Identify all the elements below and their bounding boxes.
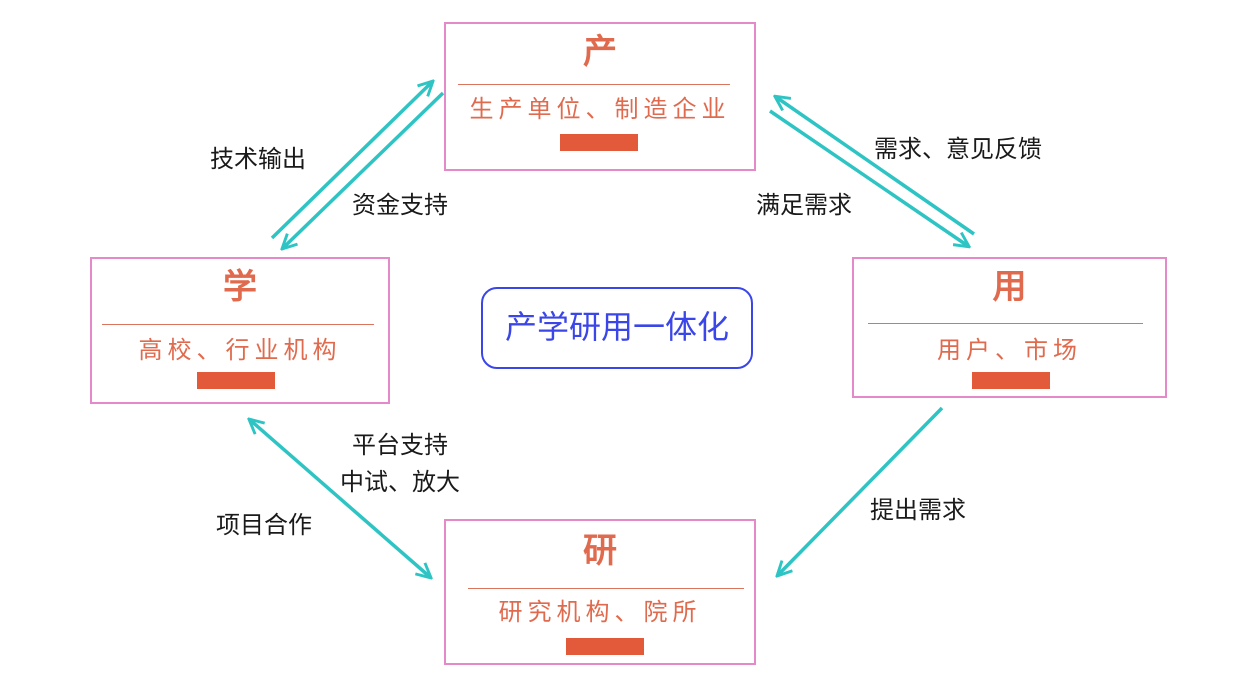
arrow-chan-to-xue <box>283 91 445 248</box>
node-yan: 研 研究机构、院所 <box>444 519 756 665</box>
node-yong-title: 用 <box>992 267 1027 307</box>
node-chan-bar <box>560 134 638 151</box>
arrow-xue-to-chan <box>270 82 432 240</box>
node-chan-divider <box>458 84 730 85</box>
node-xue-bar <box>197 372 275 389</box>
edge-label-yan-to-xue-1: 平台支持 <box>352 431 448 459</box>
edge-label-yong-to-yan: 提出需求 <box>870 496 966 524</box>
node-chan-title: 产 <box>583 32 617 72</box>
edge-label-xue-yan: 项目合作 <box>216 511 312 539</box>
arrow-xue-yan <box>250 420 430 577</box>
edge-label-yong-to-chan: 需求、意见反馈 <box>874 135 1042 163</box>
node-xue: 学 高校、行业机构 <box>90 257 390 404</box>
node-xue-divider <box>102 324 374 325</box>
node-yong-divider <box>868 323 1143 324</box>
node-yan-subtitle: 研究机构、院所 <box>498 598 702 626</box>
center-label: 产学研用一体化 <box>481 287 753 369</box>
node-yong: 用 用户、市场 <box>852 257 1167 398</box>
arrow-yong-to-chan <box>776 97 975 236</box>
arrow-yong-to-yan <box>778 406 944 575</box>
edge-label-xue-to-chan: 技术输出 <box>210 145 306 173</box>
edge-label-yan-to-xue-2: 中试、放大 <box>340 468 460 496</box>
node-yong-bar <box>972 372 1050 389</box>
node-yan-divider <box>468 588 744 589</box>
node-yan-bar <box>566 638 644 655</box>
node-xue-title: 学 <box>223 267 257 307</box>
node-yan-title: 研 <box>583 531 617 571</box>
arrow-chan-to-yong <box>769 109 968 246</box>
node-yong-subtitle: 用户、市场 <box>937 336 1082 364</box>
node-xue-subtitle: 高校、行业机构 <box>138 336 342 364</box>
node-chan: 产 生产单位、制造企业 <box>444 22 756 171</box>
node-chan-subtitle: 生产单位、制造企业 <box>469 95 731 123</box>
edge-label-chan-to-xue: 资金支持 <box>352 191 448 219</box>
edge-label-chan-to-yong: 满足需求 <box>756 191 852 219</box>
